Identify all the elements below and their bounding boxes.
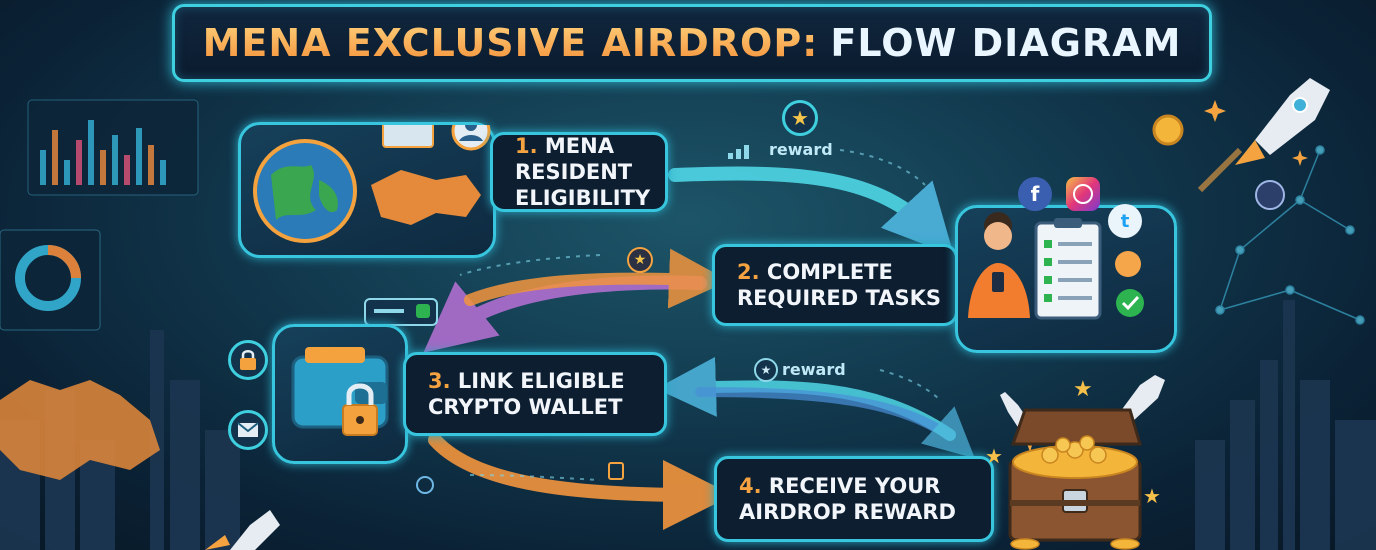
reward-tag-mid: reward [782,360,846,379]
step2-line1: COMPLETE [766,260,893,284]
clipboard-icon [1034,221,1102,320]
bar-chart-decor-icon [27,99,199,196]
twitter-icon: t [1108,204,1142,238]
step3-box: 3. LINK ELIGIBLE CRYPTO WALLET [403,352,667,436]
title-part2: FLOW DIAGRAM [830,21,1182,65]
magnifier-icon [416,476,434,494]
step4-line1: RECEIVE YOUR [768,474,941,498]
step2-number: 2. [737,260,760,284]
group-icon [1115,251,1141,277]
mena-map-icon [371,170,481,225]
city-skyline-right-icon [1195,300,1376,550]
rocket-top-right-icon [1197,78,1330,193]
step2-illustration [955,205,1177,353]
reward-star-icon: ★ [782,100,818,136]
gold-coin-icon [1152,114,1184,146]
step2-box: 2. COMPLETE REQUIRED TASKS [712,244,958,326]
facebook-icon: f [1018,177,1052,211]
step1-number: 1. [515,134,538,158]
phone-icon [992,272,1004,292]
envelope-circle-icon [228,410,268,450]
step3-line2: CRYPTO WALLET [428,395,623,419]
chat-shield-icon [364,298,438,326]
star-icon-left: ★ [985,444,1003,468]
reward-mid-star-icon: ★ [754,358,778,382]
title-banner: MENA EXCLUSIVE AIRDROP: FLOW DIAGRAM [172,4,1212,82]
step1-line3: ELIGIBILITY [515,186,651,210]
ethereum-coin-icon [1255,180,1285,210]
checkmark-badge-icon [1116,289,1144,317]
step4-line2: AIRDROP REWARD [739,500,956,524]
reward-tag-top: reward [769,140,833,159]
step1-line2: RESIDENT [515,160,633,184]
arrow-step3-to-step4 [428,433,733,530]
step1-line1: MENA [544,134,614,158]
instagram-icon [1066,177,1100,211]
star-icon-right: ★ [1143,484,1161,508]
rocket-bottom-left-icon [205,510,280,550]
arrow-step1-to-step2 [668,166,954,256]
world-map-icon [382,125,434,148]
mena-map-left-icon [0,380,160,480]
step1-illustration [238,122,496,258]
arrow-blue-to-chest [695,387,975,459]
title-part1: MENA EXCLUSIVE AIRDROP: [202,21,819,65]
step4-number: 4. [739,474,762,498]
treasure-chest-icon [1008,408,1143,550]
lock-circle-icon [228,340,268,380]
star-icon: ★ [1073,377,1093,402]
step3-illustration [272,324,408,464]
lock-small-icon [608,462,624,480]
signal-bars-icon [728,143,756,159]
donut-chart-decor-icon [0,229,101,331]
step2-line2: REQUIRED TASKS [737,286,941,310]
step4-box: 4. RECEIVE YOUR AIRDROP REWARD [714,456,994,542]
step1-box: 1. MENA RESIDENT ELIGIBILITY [490,132,668,212]
star-badge-icon: ★ [627,247,653,273]
arrow-orange-to-step2 [464,248,729,309]
step3-line1: LINK ELIGIBLE [457,369,625,393]
step3-number: 3. [428,369,451,393]
